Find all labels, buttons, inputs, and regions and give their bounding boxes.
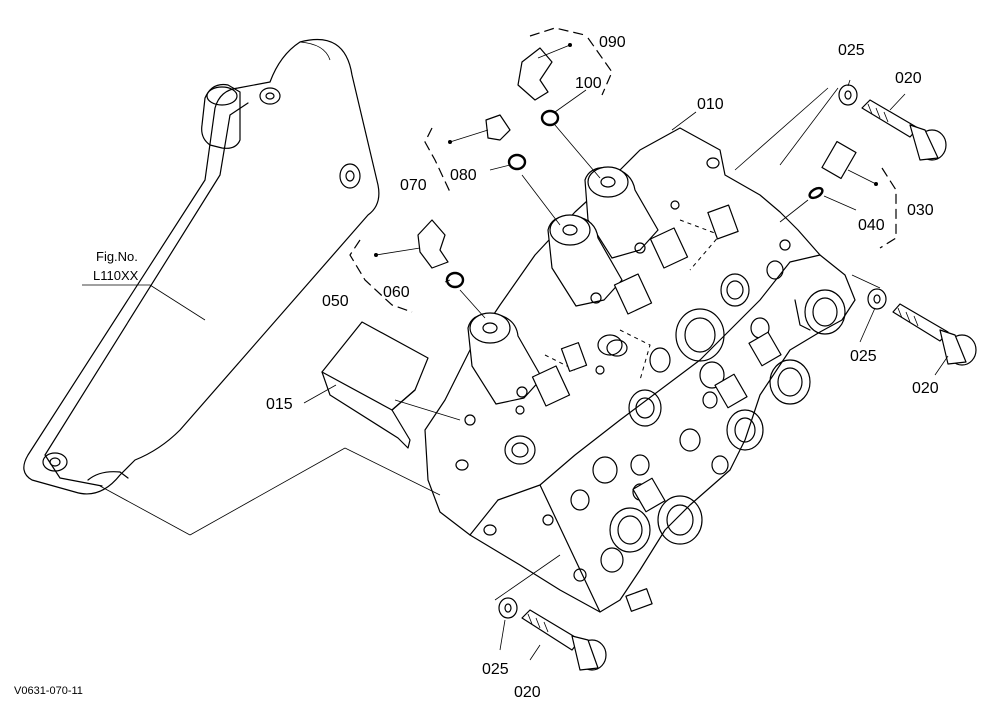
fig-ref-line1: Fig.No. [96, 249, 138, 264]
fitting-070 [485, 114, 527, 171]
fig-ref-line2: L110XX [93, 268, 139, 283]
bolt-bottom [498, 597, 607, 671]
callout-040: 040 [858, 217, 885, 234]
fig-ref-leader [149, 284, 206, 321]
callout-090: 090 [599, 34, 626, 51]
callout-070: 070 [400, 177, 427, 194]
callout-025-top: 025 [838, 42, 865, 59]
fitting-030 [808, 140, 857, 200]
cover-plate [321, 321, 429, 449]
callout-025-right: 025 [850, 348, 877, 365]
callout-025-bottom: 025 [482, 661, 509, 678]
callout-015: 015 [266, 396, 293, 413]
leader-015 [303, 384, 337, 404]
elbow-050 [417, 219, 465, 289]
callout-060: 060 [383, 284, 410, 301]
leader-dots [374, 43, 878, 257]
callout-020-right: 020 [912, 380, 939, 397]
callout-020-bottom: 020 [514, 684, 541, 701]
callout-030: 030 [907, 202, 934, 219]
elbow-090 [517, 47, 560, 127]
callout-100: 100 [575, 75, 602, 92]
solenoid-cartridges [467, 166, 739, 407]
callout-020-top: 020 [895, 70, 922, 87]
drawing-id: V0631-070-11 [14, 685, 83, 697]
callout-050: 050 [322, 293, 349, 310]
grouping-brackets [349, 27, 897, 313]
leader-lines [99, 79, 949, 661]
mounting-bracket [23, 38, 380, 495]
bolt-right [867, 288, 977, 366]
bolt-top-right [838, 84, 947, 161]
callout-080: 080 [450, 167, 477, 184]
callout-010: 010 [697, 96, 724, 113]
